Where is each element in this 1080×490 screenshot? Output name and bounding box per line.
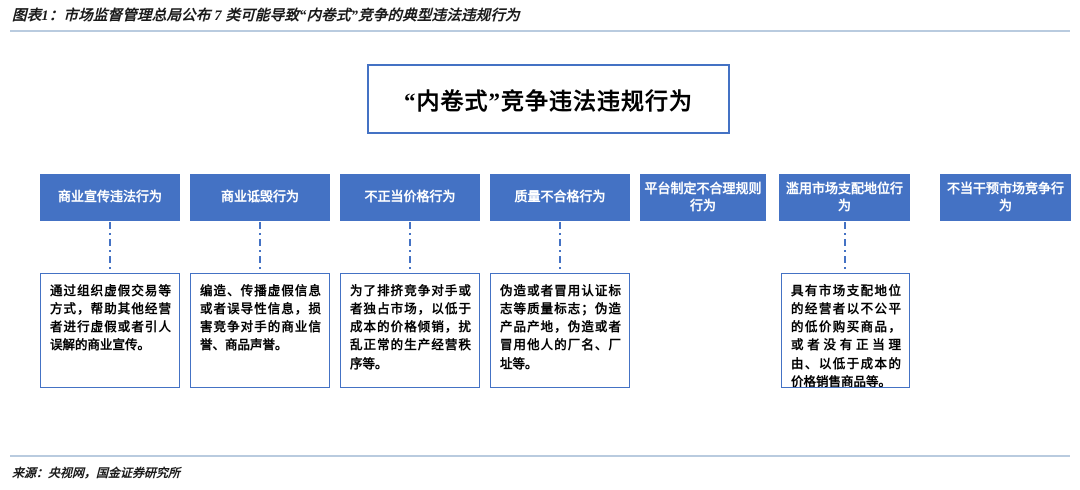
category-box-7[interactable]: 不当干预市场竞争行为 [940, 174, 1071, 221]
detail-box-3: 为了排挤竞争对手或者独占市场，以低于成本的价格倾销，扰乱正常的生产经营秩序等。 [340, 273, 480, 388]
root-node: “内卷式”竞争违法违规行为 [367, 64, 730, 134]
category-label: 平台制定不合理规则行为 [644, 181, 762, 213]
detail-box-2: 编造、传播虚假信息或者误导性信息，损害竞争对手的商业信誉、商品声誉。 [190, 273, 330, 388]
category-label: 不正当价格行为 [364, 189, 456, 205]
category-box-6[interactable]: 滥用市场支配地位行为 [779, 174, 910, 221]
connector-2 [259, 222, 261, 273]
connector-6 [844, 222, 846, 273]
page-title: 图表1：市场监督管理总局公布 7 类可能导致“内卷式”竞争的典型违法违规行为 [12, 8, 520, 24]
detail-text: 编造、传播虚假信息或者误导性信息，损害竞争对手的商业信誉、商品声誉。 [200, 284, 321, 353]
title-divider [10, 30, 1070, 32]
source-divider [10, 455, 1070, 457]
category-label: 不当干预市场竞争行为 [946, 181, 1064, 213]
category-box-3[interactable]: 不正当价格行为 [340, 174, 480, 221]
detail-text: 为了排挤竞争对手或者独占市场，以低于成本的价格倾销，扰乱正常的生产经营秩序等。 [350, 284, 471, 371]
category-label: 商业诋毁行为 [220, 189, 299, 205]
root-node-label: “内卷式”竞争违法违规行为 [404, 89, 693, 114]
category-box-1[interactable]: 商业宣传违法行为 [40, 174, 180, 221]
category-box-2[interactable]: 商业诋毁行为 [190, 174, 330, 221]
category-label: 滥用市场支配地位行为 [785, 181, 903, 213]
detail-box-4: 伪造或者冒用认证标志等质量标志；伪造产品产地，伪造或者冒用他人的厂名、厂址等。 [490, 273, 630, 388]
detail-text: 具有市场支配地位的经营者以不公平的低价购买商品，或者没有正当理由、以低于成本的价… [791, 284, 901, 388]
detail-text: 通过组织虚假交易等方式，帮助其他经营者进行虚假或者引人误解的商业宣传。 [50, 284, 171, 353]
category-box-4[interactable]: 质量不合格行为 [490, 174, 630, 221]
connector-3 [409, 222, 411, 273]
source-note: 来源：央视网，国金证券研究所 [12, 466, 181, 480]
category-box-5[interactable]: 平台制定不合理规则行为 [640, 174, 766, 221]
category-label: 商业宣传违法行为 [57, 189, 162, 205]
category-label: 质量不合格行为 [514, 189, 606, 205]
detail-box-1: 通过组织虚假交易等方式，帮助其他经营者进行虚假或者引人误解的商业宣传。 [40, 273, 180, 388]
connector-1 [109, 222, 111, 273]
detail-box-6: 具有市场支配地位的经营者以不公平的低价购买商品，或者没有正当理由、以低于成本的价… [781, 273, 910, 388]
detail-text: 伪造或者冒用认证标志等质量标志；伪造产品产地，伪造或者冒用他人的厂名、厂址等。 [500, 284, 621, 371]
connector-4 [559, 222, 561, 273]
